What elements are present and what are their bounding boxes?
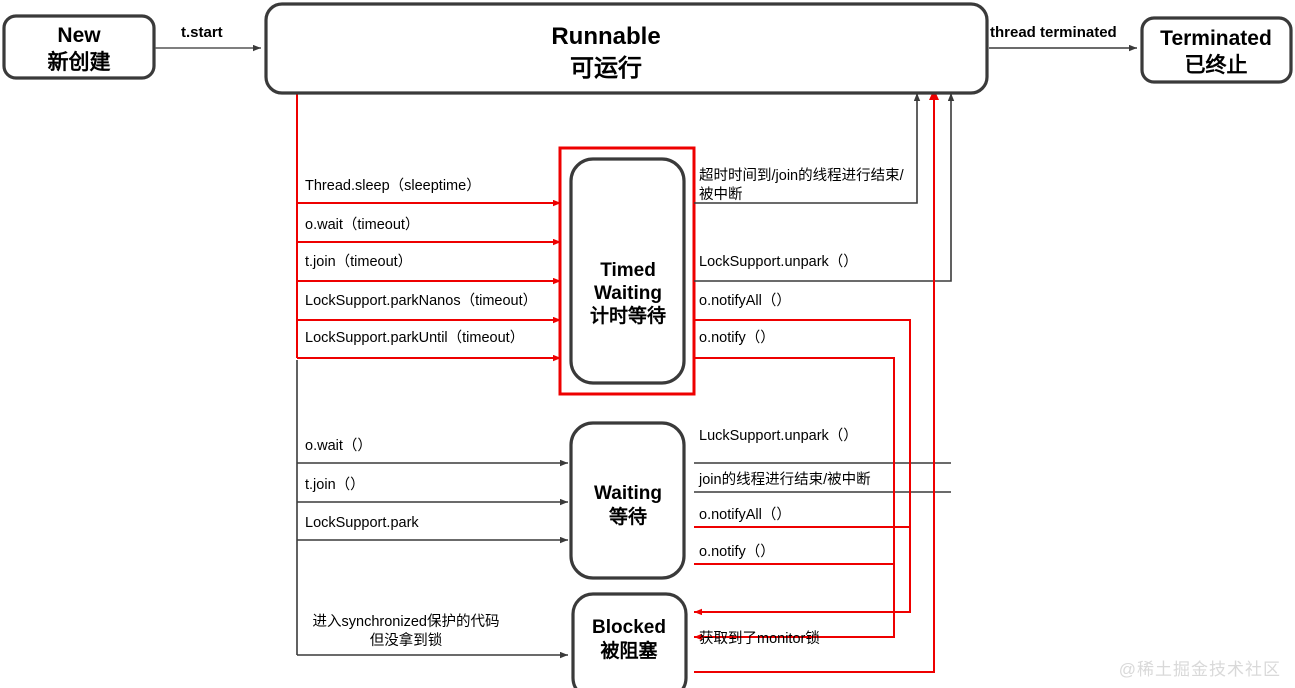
state-terminated-label-zh: 已终止 xyxy=(1185,53,1248,77)
edge-label-o-wait-timeout: o.wait（timeout） xyxy=(305,216,419,233)
edge-label-thread-terminated: thread terminated xyxy=(990,24,1117,41)
edge-label-t-start: t.start xyxy=(181,24,223,41)
edge-new-to-runnable: t.start xyxy=(155,24,261,52)
state-box-runnable[interactable]: Runnable 可运行 xyxy=(264,2,989,95)
edge-label-t-join-timeout: t.join（timeout） xyxy=(305,253,412,270)
edge-timedwaiting-notifyall-to-blocked xyxy=(694,319,911,616)
state-timedwaiting-label-en2: Waiting xyxy=(594,283,662,304)
edgelabels-to-waiting: o.wait（） t.join（） LockSupport.park xyxy=(305,437,419,531)
edge-label-timeout-reached-l2: 被中断 xyxy=(699,186,743,203)
edgelabels-to-timed-waiting: Thread.sleep（sleeptime） o.wait（timeout） … xyxy=(305,177,537,346)
edge-waiting-to-runnable xyxy=(694,93,955,493)
edgelabels-from-waiting: LuckSupport.unpark（） join的线程进行结束/被中断 o.n… xyxy=(698,427,871,560)
edge-label-enter-sync-l1: 进入synchronized保护的代码 xyxy=(313,613,500,630)
edge-runnable-to-terminated: thread terminated xyxy=(989,24,1137,52)
state-box-waiting[interactable]: Waiting 等待 xyxy=(569,421,686,580)
edgegroup-runnable-to-waiting-blocked xyxy=(296,360,568,659)
edge-label-lucksupport-unpark: LuckSupport.unpark（） xyxy=(699,427,858,444)
state-new-label-zh: 新创建 xyxy=(48,50,111,74)
state-blocked-label-en: Blocked xyxy=(592,617,666,638)
edge-label-notify-tw: o.notify（） xyxy=(699,329,775,346)
edge-waiting-notify-to-blocked xyxy=(694,526,910,565)
state-runnable-label-en: Runnable xyxy=(551,23,660,50)
edge-label-locksupport-unpark-tw: LockSupport.unpark（） xyxy=(699,253,858,270)
state-runnable-label-zh: 可运行 xyxy=(570,54,642,82)
state-box-terminated[interactable]: Terminated 已终止 xyxy=(1140,16,1293,84)
edge-label-enter-sync-l2: 但没拿到锁 xyxy=(370,631,443,649)
state-new-label-en: New xyxy=(57,24,101,47)
edgelabels-blocked: 进入synchronized保护的代码 但没拿到锁 获取到了monitor锁 xyxy=(313,613,820,649)
edge-label-o-wait: o.wait（） xyxy=(305,437,372,454)
edge-label-got-monitor-lock: 获取到了monitor锁 xyxy=(699,630,820,647)
edge-label-locksupport-park: LockSupport.park xyxy=(305,515,419,531)
edge-label-timeout-reached-l1: 超时时间到/join的线程进行结束/ xyxy=(699,167,905,184)
edge-label-thread-sleep: Thread.sleep（sleeptime） xyxy=(305,177,481,194)
watermark: @稀土掘金技术社区 xyxy=(1118,660,1281,679)
edge-timedwaiting-notify-to-blocked xyxy=(694,357,895,641)
edge-label-notify-w: o.notify（） xyxy=(699,543,775,560)
state-timedwaiting-label-zh: 计时等待 xyxy=(590,304,666,327)
state-terminated-label-en: Terminated xyxy=(1160,27,1272,50)
state-waiting-label-zh: 等待 xyxy=(608,505,647,528)
edge-label-parkuntil: LockSupport.parkUntil（timeout） xyxy=(305,329,524,346)
edge-label-notifyall-w: o.notifyAll（） xyxy=(699,506,791,523)
edgelabels-from-timed-waiting: 超时时间到/join的线程进行结束/ 被中断 LockSupport.unpar… xyxy=(699,167,905,346)
timed-waiting-highlight xyxy=(558,146,696,396)
state-blocked-label-zh: 被阻塞 xyxy=(600,639,658,662)
edge-label-parknanos: LockSupport.parkNanos（timeout） xyxy=(305,292,537,309)
state-box-new[interactable]: New 新创建 xyxy=(2,14,156,80)
edgegroup-runnable-to-timedwaiting xyxy=(296,93,561,362)
edge-label-t-join: t.join（） xyxy=(305,476,365,493)
edge-label-notifyall-tw: o.notifyAll（） xyxy=(699,292,791,309)
edge-label-join-finished: join的线程进行结束/被中断 xyxy=(698,471,871,488)
state-waiting-label-en: Waiting xyxy=(594,483,662,504)
edge-timedwaiting-timeout-to-runnable xyxy=(694,93,921,204)
state-box-timed-waiting[interactable]: Timed Waiting 计时等待 xyxy=(569,157,686,385)
state-timedwaiting-label-en1: Timed xyxy=(600,260,656,281)
state-box-blocked[interactable]: Blocked 被阻塞 xyxy=(571,592,688,688)
